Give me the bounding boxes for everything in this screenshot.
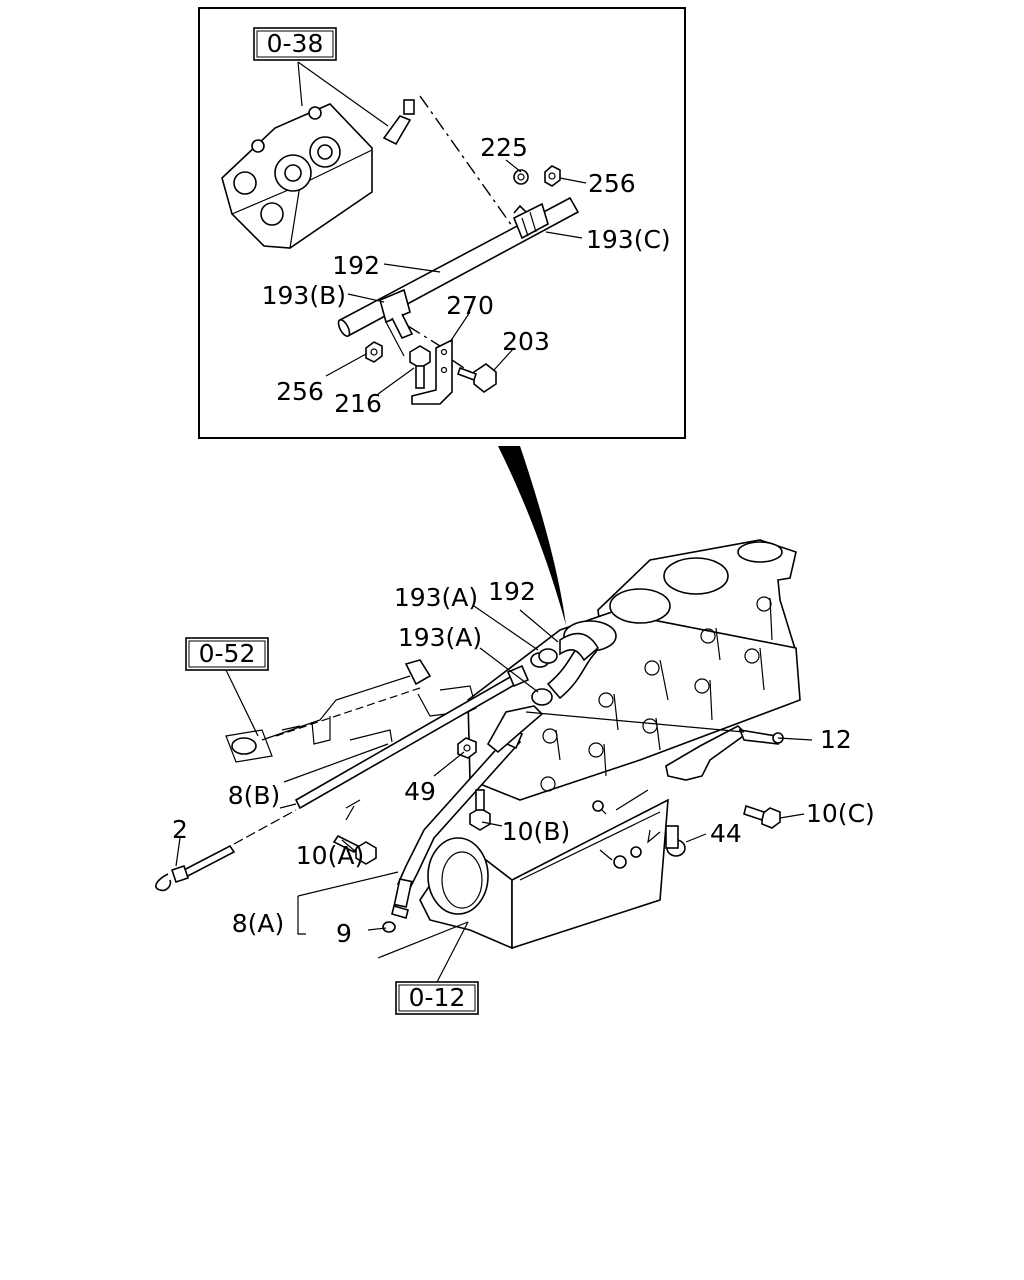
label-225: 225 [480, 133, 528, 162]
clamp-193b [379, 288, 414, 357]
nut-256-bottom [365, 341, 383, 363]
bolt-216 [409, 345, 431, 389]
label-8a: 8(A) [232, 909, 285, 938]
label-270: 270 [446, 291, 494, 320]
ref-0-38-label: 0-38 [267, 29, 324, 58]
dipstick-handle-2 [155, 809, 297, 892]
nut-256-top [544, 165, 561, 187]
pump-housing [221, 103, 373, 249]
ref-0-12-label: 0-12 [409, 983, 466, 1012]
label-216: 216 [334, 389, 382, 418]
label-192-inset: 192 [332, 251, 380, 280]
label-10b: 10(B) [502, 817, 570, 846]
label-44: 44 [710, 819, 742, 848]
label-8b: 8(B) [228, 781, 281, 810]
ref-box-0-52: 0-52 [185, 637, 269, 671]
bolt-44 [665, 825, 686, 857]
detail-inset: 0-38 225 256 193(C) 192 193(B) 270 203 2… [198, 7, 686, 439]
label-192-main: 192 [488, 577, 536, 606]
label-12: 12 [820, 725, 852, 754]
label-193a-upper: 193(A) [394, 583, 478, 612]
bracket-270 [411, 338, 453, 405]
bolt-10c [743, 804, 781, 829]
pipe-192-main [546, 632, 600, 700]
bracket-10b [486, 705, 544, 754]
label-9: 9 [336, 919, 352, 948]
label-193c: 193(C) [586, 225, 671, 254]
phantom-bracket [225, 659, 477, 763]
label-2: 2 [172, 815, 188, 844]
dipstick-8b [279, 664, 530, 810]
label-193b: 193(B) [262, 281, 346, 310]
label-10c: 10(C) [806, 799, 875, 828]
main-leaders [175, 605, 813, 985]
label-49: 49 [404, 777, 436, 806]
bolt-203 [456, 363, 497, 393]
label-256-bottom: 256 [276, 377, 324, 406]
label-256-top: 256 [588, 169, 636, 198]
label-193a-lower: 193(A) [398, 623, 482, 652]
ref-box-0-12: 0-12 [395, 981, 479, 1015]
clamp-193a-upper [530, 648, 558, 668]
clamp-193c [512, 202, 549, 240]
clamp-193a-lower [531, 688, 553, 706]
inset-leaders [297, 61, 587, 395]
label-203: 203 [502, 327, 550, 356]
ref-box-0-38: 0-38 [253, 27, 337, 61]
label-10a: 10(A) [296, 841, 364, 870]
washer-225 [513, 169, 529, 185]
bracket-12 [665, 725, 784, 781]
ref-0-52-label: 0-52 [199, 639, 256, 668]
bolt-10b [469, 789, 491, 831]
oring-9 [382, 921, 396, 933]
